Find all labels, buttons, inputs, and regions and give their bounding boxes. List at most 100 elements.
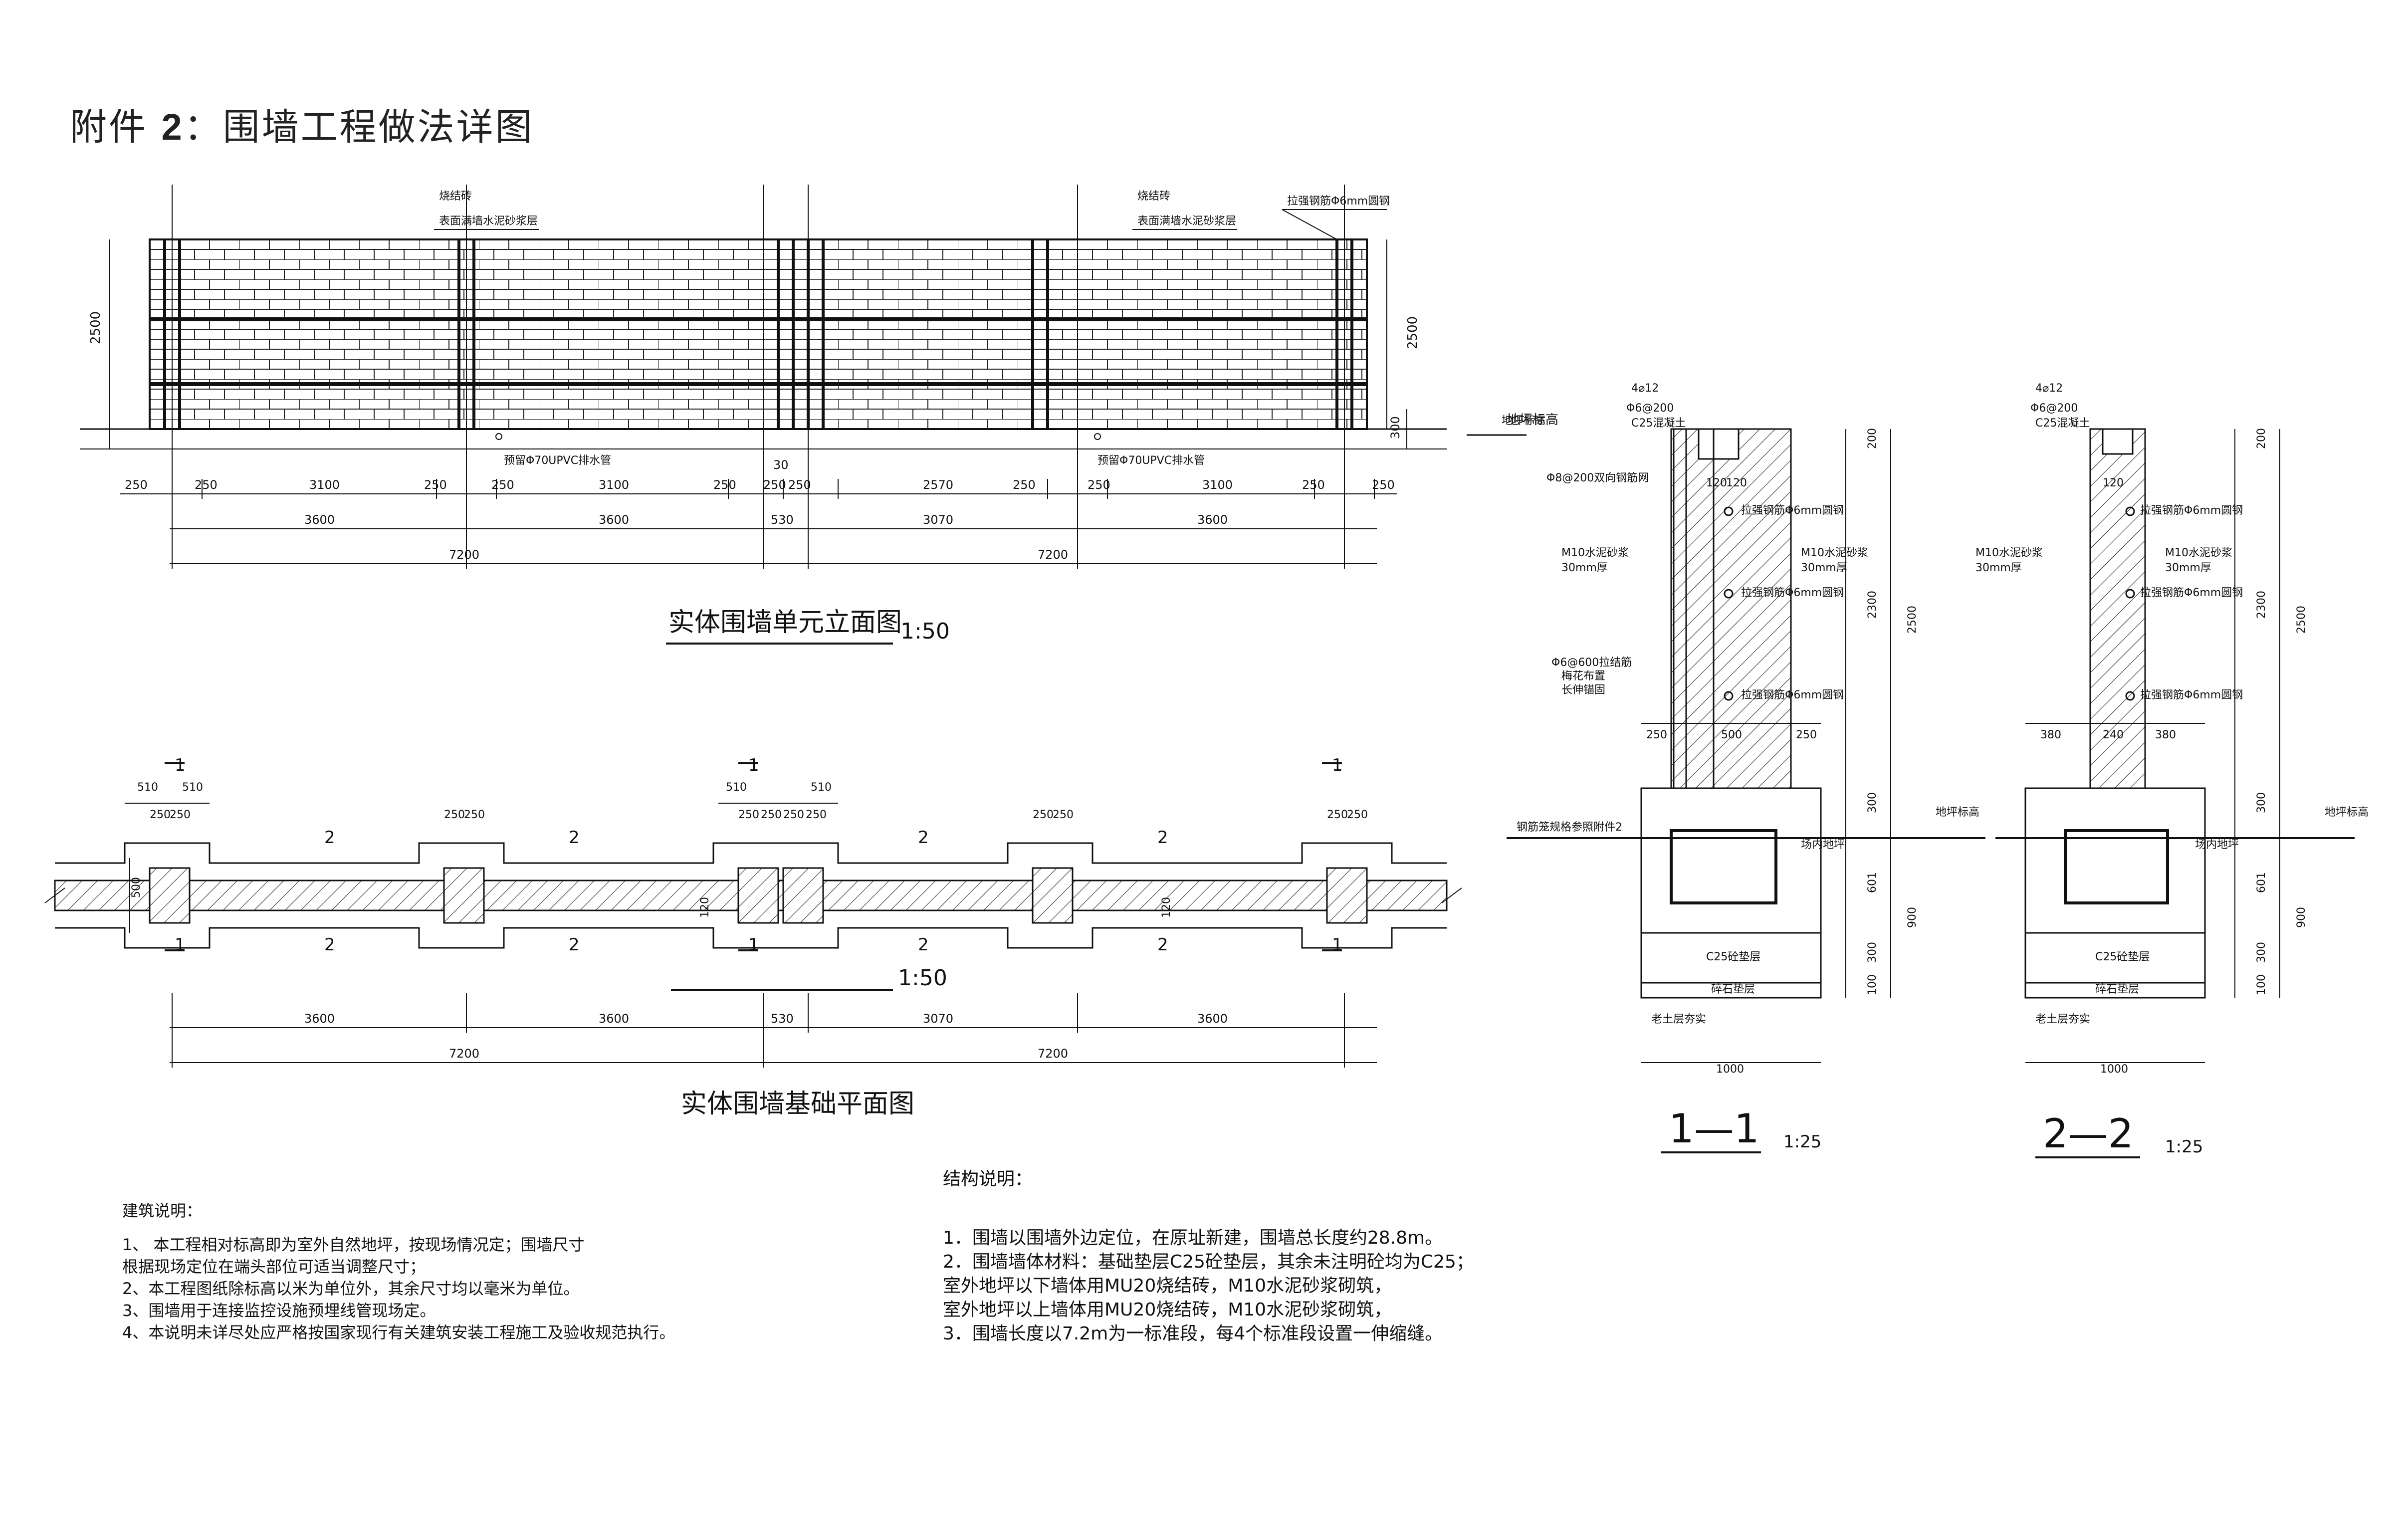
dim-text: 250 (783, 809, 804, 821)
vdim: 601 (1866, 872, 1879, 893)
inside-label: 场内地坪 (1801, 839, 1845, 851)
w-right: 380 (2155, 729, 2176, 741)
rebar-top-label: 4⌀12 (2035, 382, 2063, 395)
notes-line: 1、 本工程相对标高即为室外自然地坪，按现场情况定；围墙尺寸 (122, 1235, 585, 1254)
soil-label: 老土层夯实 (2035, 1013, 2090, 1026)
section-1-1: 4⌀12 Φ6@200 C25混凝土 地坪标高 Φ8@200双向钢筋网 M10水… (1502, 382, 1985, 1153)
elevation-dims-row1: 250 250 3100 250 250 3100 250 250 250 25… (125, 458, 1395, 492)
dim-text: 530 (771, 1012, 794, 1026)
dim-text: 3070 (923, 1012, 953, 1026)
architectural-notes: 建筑说明： 1、 本工程相对标高即为室外自然地坪，按现场情况定；围墙尺寸 根据现… (122, 1200, 675, 1343)
dim-text: 7200 (1038, 548, 1068, 562)
vdim: 300 (1866, 792, 1879, 813)
elevation-brick-label-1: 烧结砖 (439, 190, 472, 203)
dim-text: 3600 (304, 513, 335, 527)
dim-text: 3070 (923, 513, 953, 527)
d120-label: 120 (2103, 477, 2124, 489)
elevation-pipe-label-2: 预留Φ70UPVC排水管 (1097, 454, 1205, 467)
dim-text: 250 (1053, 809, 1074, 821)
vdim: 300 (2255, 792, 2268, 813)
thick-right: 30mm厚 (2165, 562, 2211, 574)
brick-wall (149, 238, 1368, 430)
section-mark-1: 1 (175, 935, 186, 955)
plan-view: 1 1 1 1 1 1 2 2 2 2 2 2 2 2 510 510 250 … (44, 755, 1462, 1119)
dim-text: 3600 (599, 1012, 629, 1026)
vdim: 2500 (2295, 606, 2308, 634)
dim-text: 510 (182, 781, 203, 794)
section-mark-2: 2 (1157, 828, 1168, 848)
elevation-dims-row3: 7200 7200 (449, 548, 1068, 562)
section-mark-2: 2 (918, 828, 929, 848)
dim-text: 250 (1372, 478, 1395, 492)
dim-text: 3100 (309, 478, 340, 492)
section-mark-2: 2 (1157, 935, 1168, 955)
dim-text: 250 (1302, 478, 1325, 492)
dim-text: 250 (788, 478, 811, 492)
notes-line: 室外地坪以下墙体用MU20烧结砖，M10水泥砂浆砌筑， (943, 1276, 1392, 1296)
structural-notes: 结构说明： 1．围墙以围墙外边定位，在原址新建，围墙总长度约28.8m。 2．围… (943, 1167, 1474, 1346)
section-2-2-vdims: 200 2300 2500 300 601 300 900 100 (2255, 428, 2308, 995)
dim-text: 3600 (304, 1012, 335, 1026)
dim-text: 250 (1033, 809, 1054, 821)
ground-label-2: 地坪标高 (1936, 806, 1979, 819)
elevation-h-right: 2500 (1405, 316, 1420, 349)
plan-title: 实体围墙基础平面图 (681, 1089, 914, 1119)
dim-text: 530 (771, 513, 794, 527)
tie-sub-label: 梅花布置 (1561, 670, 1605, 682)
vdim: 900 (1906, 907, 1919, 928)
notes-line: 3、围墙用于连接监控设施预埋线管现场定。 (122, 1301, 436, 1320)
column-hatch (2089, 428, 2146, 789)
elevation-columns (163, 239, 1353, 429)
vdim: 200 (2255, 428, 2268, 449)
w-base: 1000 (1716, 1063, 1744, 1076)
dim-text: 30 (773, 458, 789, 472)
elevation-title: 实体围墙单元立面图 (668, 608, 902, 638)
dim-text: 120 (1160, 897, 1173, 918)
w-mid: 240 (2103, 729, 2124, 741)
section-2-2: 4⌀12 Φ6@200 C25混凝土 M10水泥砂浆 30mm厚 M10水泥砂浆… (1975, 382, 2369, 1158)
concrete-label: C25混凝土 (1631, 417, 1686, 430)
gravel-label: 碎石垫层 (1711, 983, 1755, 996)
elevation-ground-label: 地坪标高 (1507, 413, 1558, 428)
vdim: 100 (2255, 974, 2268, 995)
ground-label: 地坪标高 (2325, 806, 2369, 819)
tie-sub-label-2: 长伸锚固 (1561, 684, 1605, 696)
dim-text: 7200 (449, 548, 479, 562)
inside-label: 场内地坪 (2195, 839, 2239, 851)
section-mark-2: 2 (918, 935, 929, 955)
stirrup-label: Φ6@200 (1626, 402, 1674, 415)
elevation-vertical-dims (109, 239, 1407, 449)
dim-text: 3100 (1202, 478, 1233, 492)
elevation-pipe-label-1: 预留Φ70UPVC排水管 (504, 454, 611, 467)
m10-left: M10水泥砂浆 (1561, 547, 1629, 559)
m10-left: M10水泥砂浆 (1975, 547, 2043, 559)
elevation-h-base: 300 (1388, 416, 1402, 439)
dim-text: 250 (1327, 809, 1348, 821)
vdim: 601 (2255, 872, 2268, 893)
plan-dims-row3: 7200 7200 (449, 1047, 1068, 1061)
dim-text: 250 (763, 478, 786, 492)
soil-label: 老土层夯实 (1651, 1013, 1706, 1026)
dim-text: 250 (150, 809, 171, 821)
ground-label: 地坪标高 (1502, 415, 1545, 427)
elevation-h-left: 2500 (88, 311, 103, 344)
dim-text: 510 (137, 781, 158, 794)
plan-dims-row2: 3600 3600 530 3070 3600 (304, 1012, 1228, 1026)
notes-line: 2、本工程图纸除标高以米为单位外，其余尺寸均以毫米为单位。 (122, 1279, 580, 1298)
dim-text: 250 (806, 809, 827, 821)
page-title: 附件 2：围墙工程做法详图 (70, 106, 534, 149)
m10-right: M10水泥砂浆 (2165, 547, 2232, 559)
stirrup-label: Φ6@200 (2030, 402, 2078, 415)
thick-left: 30mm厚 (1561, 562, 1608, 574)
vdim: 300 (2255, 942, 2268, 963)
dim-text: 250 (424, 478, 447, 492)
plan-dim-lines (125, 803, 1377, 1068)
dim-text: 250 (444, 809, 465, 821)
notes-line: 室外地坪以上墙体用MU20烧结砖，M10水泥砂浆砌筑， (943, 1300, 1392, 1320)
section-mark-2: 2 (569, 828, 580, 848)
vdim: 2300 (2255, 591, 2268, 619)
dim-text: 3600 (1197, 1012, 1228, 1026)
plan-columns (149, 867, 1368, 924)
tie-label-2: 拉强钢筋Φ6mm圆钢 (1741, 587, 1844, 599)
